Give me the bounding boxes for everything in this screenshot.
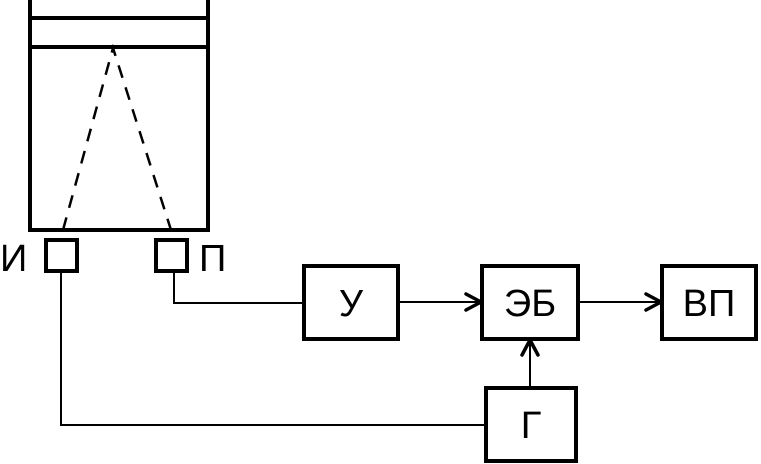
receiver-sensor (154, 238, 189, 273)
emitter-sensor (44, 238, 79, 273)
electronic-block-label: ЭБ (504, 283, 556, 325)
receiver-label: П (199, 238, 226, 280)
receiver-to-amplifier-line (173, 271, 304, 304)
generator-to-eb-arrowhead (520, 338, 540, 357)
display-label: ВП (683, 283, 736, 325)
amplifier-label: У (339, 283, 364, 325)
emitter-to-generator-line (60, 271, 486, 426)
tank-walls (28, 0, 210, 232)
generator-label: Г (521, 405, 542, 447)
emitter-label: И (0, 238, 27, 280)
tank (28, 0, 210, 232)
ultrasonic-beam (61, 43, 173, 231)
display-block (660, 264, 758, 341)
